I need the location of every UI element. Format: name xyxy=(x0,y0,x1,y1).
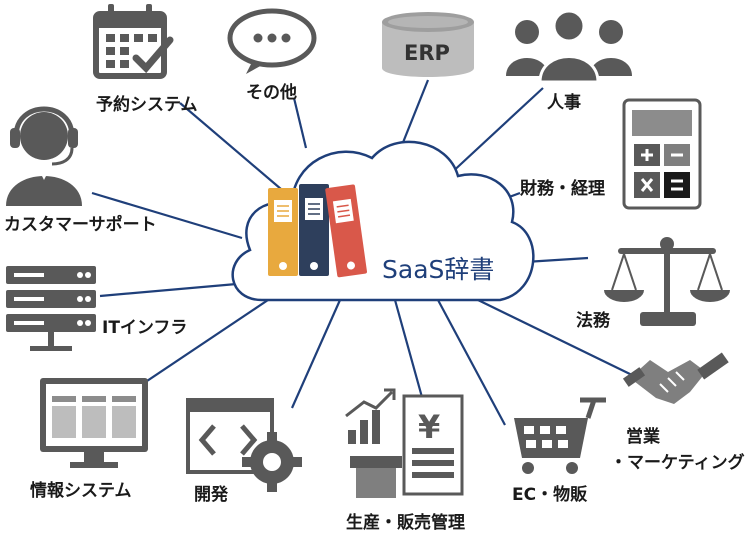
category-dev: 開発 xyxy=(186,398,302,505)
label-hr: 人事 xyxy=(547,93,581,113)
category-legal: 法務 xyxy=(576,237,730,331)
connector-infra xyxy=(99,281,249,298)
label-other: その他 xyxy=(246,82,297,103)
headset-operator-icon xyxy=(6,106,82,206)
label-sales: 営業 xyxy=(626,426,660,447)
category-finance: 財務・経理 xyxy=(519,98,702,210)
database-cylinder-icon xyxy=(382,12,474,77)
connector-reservation xyxy=(179,102,289,196)
label-legal: 法務 xyxy=(576,310,611,331)
label-sales-line2: ・マーケティング xyxy=(610,452,745,473)
label-erp: ERP xyxy=(404,41,450,65)
category-infra: ITインフラ xyxy=(6,266,187,351)
label-dev: 開発 xyxy=(194,484,229,505)
hub-label: SaaS辞書 xyxy=(382,255,494,284)
label-support: カスタマーサポート xyxy=(4,214,157,235)
shopping-cart-icon xyxy=(514,397,606,474)
category-other: その他 xyxy=(227,8,317,103)
category-hr: 人事 xyxy=(506,9,632,113)
connector-legal xyxy=(524,256,589,264)
label-reservation: 予約システム xyxy=(96,94,198,115)
people-group-icon xyxy=(506,9,632,84)
connector-other xyxy=(292,97,308,149)
connector-sales xyxy=(477,299,633,376)
calendar-check-icon xyxy=(93,4,174,79)
connector-ec xyxy=(437,299,506,426)
label-infosys: 情報システム xyxy=(30,480,132,501)
category-infosys: 情報システム xyxy=(30,378,148,501)
binder-red xyxy=(325,184,367,278)
category-sales: 営業 ・マーケティング xyxy=(610,352,745,473)
svg-text:¥: ¥ xyxy=(418,408,440,446)
category-support: カスタマーサポート xyxy=(4,106,157,235)
binder-navy xyxy=(299,184,329,276)
code-gear-icon xyxy=(186,398,302,492)
category-erp: ERP xyxy=(382,12,474,77)
connector-lines xyxy=(91,79,633,426)
monitor-icon xyxy=(40,378,148,468)
label-finance: 財務・経理 xyxy=(519,178,605,199)
binder-yellow xyxy=(268,188,298,276)
label-infra: ITインフラ xyxy=(102,318,187,338)
handshake-icon xyxy=(622,352,729,404)
calculator-icon xyxy=(622,98,702,210)
label-ec: EC・物販 xyxy=(512,484,588,505)
scales-icon xyxy=(604,237,730,326)
server-rack-icon xyxy=(6,266,96,351)
connector-production xyxy=(393,299,427,409)
connector-erp xyxy=(400,79,430,146)
category-ec: EC・物販 xyxy=(512,397,606,505)
connector-hr xyxy=(447,87,544,177)
connector-dev xyxy=(290,299,342,409)
speech-bubble-ellipsis-icon xyxy=(227,8,317,74)
connector-infosys xyxy=(143,299,269,384)
label-production: 生産・販売管理 xyxy=(346,512,465,533)
category-production: ¥ 生産・販売管理 xyxy=(345,388,465,533)
production-chart-yen-icon: ¥ xyxy=(345,388,464,498)
category-reservation: 予約システム xyxy=(93,4,198,115)
cloud-hub: SaaS辞書 xyxy=(231,140,535,302)
connector-support xyxy=(91,191,243,240)
